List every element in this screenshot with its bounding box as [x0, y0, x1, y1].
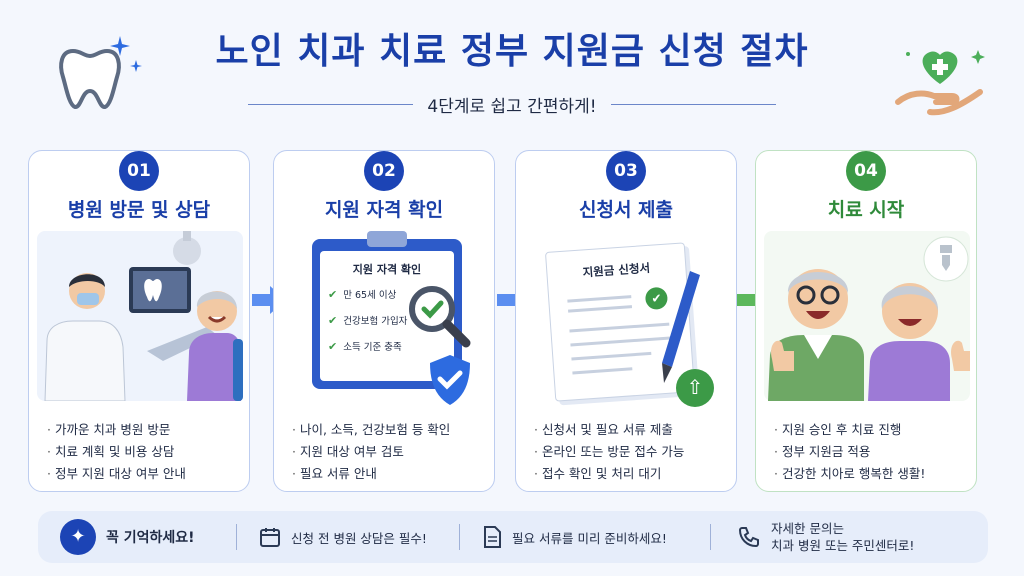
- clipboard-title: 지원 자격 확인: [352, 263, 422, 276]
- step-card-3: 03 신청서 제출 지원금 신청서 ✔ ⇧ 신청서 및 필요 서류 제출 온라인…: [515, 150, 737, 492]
- page-title: 노인 치과 치료 정부 지원금 신청 절차: [215, 31, 809, 72]
- step-number-badge: 02: [364, 151, 404, 191]
- step-card-2: 02 지원 자격 확인 지원 자격 확인 ✔ 만 65세 이상 ✔ 건강보험 가입자…: [273, 150, 495, 492]
- list-item: 정부 지원 대상 여부 안내: [47, 463, 186, 485]
- step-number-badge: 01: [119, 151, 159, 191]
- sparkle-icon: [110, 36, 142, 72]
- step-details: 나이, 소득, 건강보험 등 확인 지원 대상 여부 검토 필요 서류 안내: [292, 419, 450, 485]
- step-number-badge: 04: [846, 151, 886, 191]
- step-title: 치료 시작: [827, 199, 905, 221]
- divider: [248, 104, 414, 105]
- list-item: 나이, 소득, 건강보험 등 확인: [292, 419, 450, 441]
- step-number-badge: 03: [606, 151, 646, 191]
- step-details: 가까운 치과 병원 방문 치료 계획 및 비용 상담 정부 지원 대상 여부 안…: [47, 419, 186, 485]
- list-item: 치료 계획 및 비용 상담: [47, 441, 186, 463]
- tip-text: 신청 전 병원 상담은 필수!: [291, 530, 427, 546]
- phone-icon: [738, 527, 759, 548]
- divider: [610, 104, 776, 105]
- tooth-icon: [59, 48, 121, 109]
- step-title: 신청서 제출: [578, 199, 673, 221]
- contact-text: 치과 병원 또는 주민센터로!: [771, 538, 915, 553]
- step-details: 지원 승인 후 치료 진행 정부 지원금 적용 건강한 치아로 행복한 생활!: [774, 419, 925, 485]
- check-icon: ✔: [328, 287, 338, 301]
- list-item: 필요 서류 안내: [292, 463, 450, 485]
- dentist-consultation-illustration: [37, 231, 243, 401]
- tips-bar: ✦ 꼭 기억하세요! 신청 전 병원 상담은 필수! 필요 서류를 미리 준비하…: [38, 511, 988, 563]
- list-item: 가까운 치과 병원 방문: [47, 419, 186, 441]
- divider: [236, 524, 237, 550]
- checklist-item: 건강보험 가입자: [343, 316, 408, 327]
- happy-seniors-illustration: [764, 231, 970, 401]
- checklist-item: 만 65세 이상: [343, 290, 397, 301]
- list-item: 온라인 또는 방문 접수 가능: [534, 441, 684, 463]
- heart-hand-icon: [895, 50, 985, 116]
- divider: [710, 524, 711, 550]
- pen-icon: [662, 271, 700, 383]
- remember-label: 꼭 기억하세요!: [106, 530, 195, 546]
- list-item: 접수 확인 및 처리 대기: [534, 463, 684, 485]
- check-icon: ✔: [328, 313, 338, 327]
- list-item: 신청서 및 필요 서류 제출: [534, 419, 684, 441]
- calendar-icon: [260, 528, 280, 547]
- list-item: 지원 승인 후 치료 진행: [774, 419, 925, 441]
- step-details: 신청서 및 필요 서류 제출 온라인 또는 방문 접수 가능 접수 확인 및 처…: [534, 419, 684, 485]
- step-card-4: 04 치료 시작 지원 승인 후 치료 진행 정부 지원금 적용 건강한 치아로…: [755, 150, 977, 492]
- step-title: 지원 자격 확인: [324, 199, 444, 221]
- tip-item: 신청 전 병원 상담은 필수!: [259, 526, 459, 548]
- divider: [459, 524, 460, 550]
- step-title: 병원 방문 및 상담: [67, 199, 211, 221]
- lightbulb-icon: ✦: [60, 519, 96, 555]
- tip-text: 필요 서류를 미리 준비하세요!: [512, 530, 667, 546]
- magnifier-icon: [409, 286, 471, 348]
- page-subtitle: 4단계로 쉽고 간편하게!: [427, 97, 597, 117]
- list-item: 지원 대상 여부 검토: [292, 441, 450, 463]
- list-item: 건강한 치아로 행복한 생활!: [774, 463, 925, 485]
- checklist-item: 소득 기준 충족: [343, 342, 402, 353]
- list-item: 정부 지원금 적용: [774, 441, 925, 463]
- tip-item: 필요 서류를 미리 준비하세요!: [482, 526, 710, 548]
- contact-item: 자세한 문의는 치과 병원 또는 주민센터로!: [737, 520, 914, 554]
- subtitle-row: 4단계로 쉽고 간편하게!: [0, 92, 1024, 117]
- remember-item: ✦ 꼭 기억하세요!: [60, 519, 236, 555]
- shield-icon: [430, 355, 470, 405]
- step-card-1: 01 병원 방문 및 상담 가까운 치과 병원 방문 치료 계획 및 비용 상담…: [28, 150, 250, 492]
- contact-text: 자세한 문의는: [771, 521, 844, 536]
- upload-icon: ⇧: [676, 369, 714, 407]
- document-icon: [484, 526, 501, 548]
- check-icon: ✔: [328, 339, 338, 353]
